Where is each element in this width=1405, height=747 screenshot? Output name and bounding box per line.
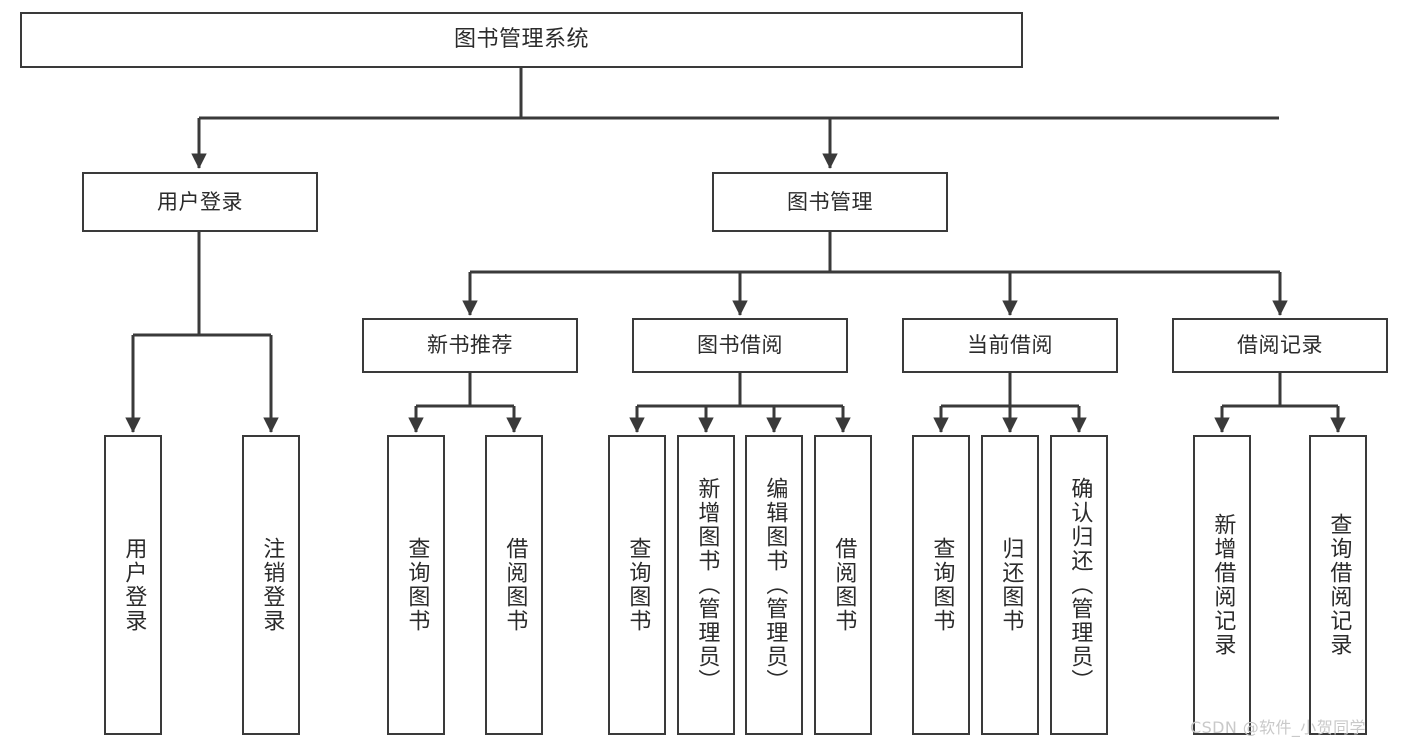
node-label: 查询图书 [625, 537, 651, 633]
node-label: 归还图书 [998, 537, 1024, 633]
node-label: 借阅图书 [502, 537, 528, 633]
csdn-watermark: CSDN @软件_小贺同学 [1190, 718, 1366, 737]
node-leaf-borrow-book-2[interactable]: 借阅图书 [814, 435, 872, 735]
node-label: 查询借阅记录 [1326, 513, 1352, 657]
node-label: 新增借阅记录 [1210, 513, 1236, 657]
node-label: 当前借阅 [967, 333, 1053, 358]
node-label: 编辑图书（管理员） [762, 477, 788, 693]
node-leaf-query-record[interactable]: 查询借阅记录 [1309, 435, 1367, 735]
node-label: 新增图书（管理员） [694, 477, 720, 693]
node-new-book-recommend[interactable]: 新书推荐 [362, 318, 578, 373]
node-current-borrow[interactable]: 当前借阅 [902, 318, 1118, 373]
node-book-management-system[interactable]: 图书管理系统 [20, 12, 1023, 68]
node-label: 查询图书 [404, 537, 430, 633]
node-leaf-add-record[interactable]: 新增借阅记录 [1193, 435, 1251, 735]
node-book-borrow[interactable]: 图书借阅 [632, 318, 848, 373]
node-leaf-add-book[interactable]: 新增图书（管理员） [677, 435, 735, 735]
node-leaf-logout[interactable]: 注销登录 [242, 435, 300, 735]
node-label: 图书借阅 [697, 333, 783, 358]
node-leaf-query-book-3[interactable]: 查询图书 [912, 435, 970, 735]
node-label: 查询图书 [929, 537, 955, 633]
node-label: 借阅记录 [1237, 333, 1323, 358]
node-book-management[interactable]: 图书管理 [712, 172, 948, 232]
node-label: 注销登录 [259, 537, 285, 633]
node-label: 借阅图书 [831, 537, 857, 633]
node-label: 确认归还（管理员） [1067, 477, 1093, 693]
node-leaf-query-book-1[interactable]: 查询图书 [387, 435, 445, 735]
node-user-login[interactable]: 用户登录 [82, 172, 318, 232]
node-label: 图书管理系统 [453, 27, 589, 53]
node-borrow-record[interactable]: 借阅记录 [1172, 318, 1388, 373]
node-label: 图书管理 [787, 189, 873, 214]
node-leaf-confirm-return[interactable]: 确认归还（管理员） [1050, 435, 1108, 735]
node-leaf-query-book-2[interactable]: 查询图书 [608, 435, 666, 735]
node-label: 用户登录 [121, 537, 147, 633]
node-leaf-return-book[interactable]: 归还图书 [981, 435, 1039, 735]
node-leaf-user-login[interactable]: 用户登录 [104, 435, 162, 735]
node-leaf-borrow-book-1[interactable]: 借阅图书 [485, 435, 543, 735]
node-label: 用户登录 [157, 189, 243, 214]
node-label: 新书推荐 [427, 333, 513, 358]
node-leaf-edit-book[interactable]: 编辑图书（管理员） [745, 435, 803, 735]
